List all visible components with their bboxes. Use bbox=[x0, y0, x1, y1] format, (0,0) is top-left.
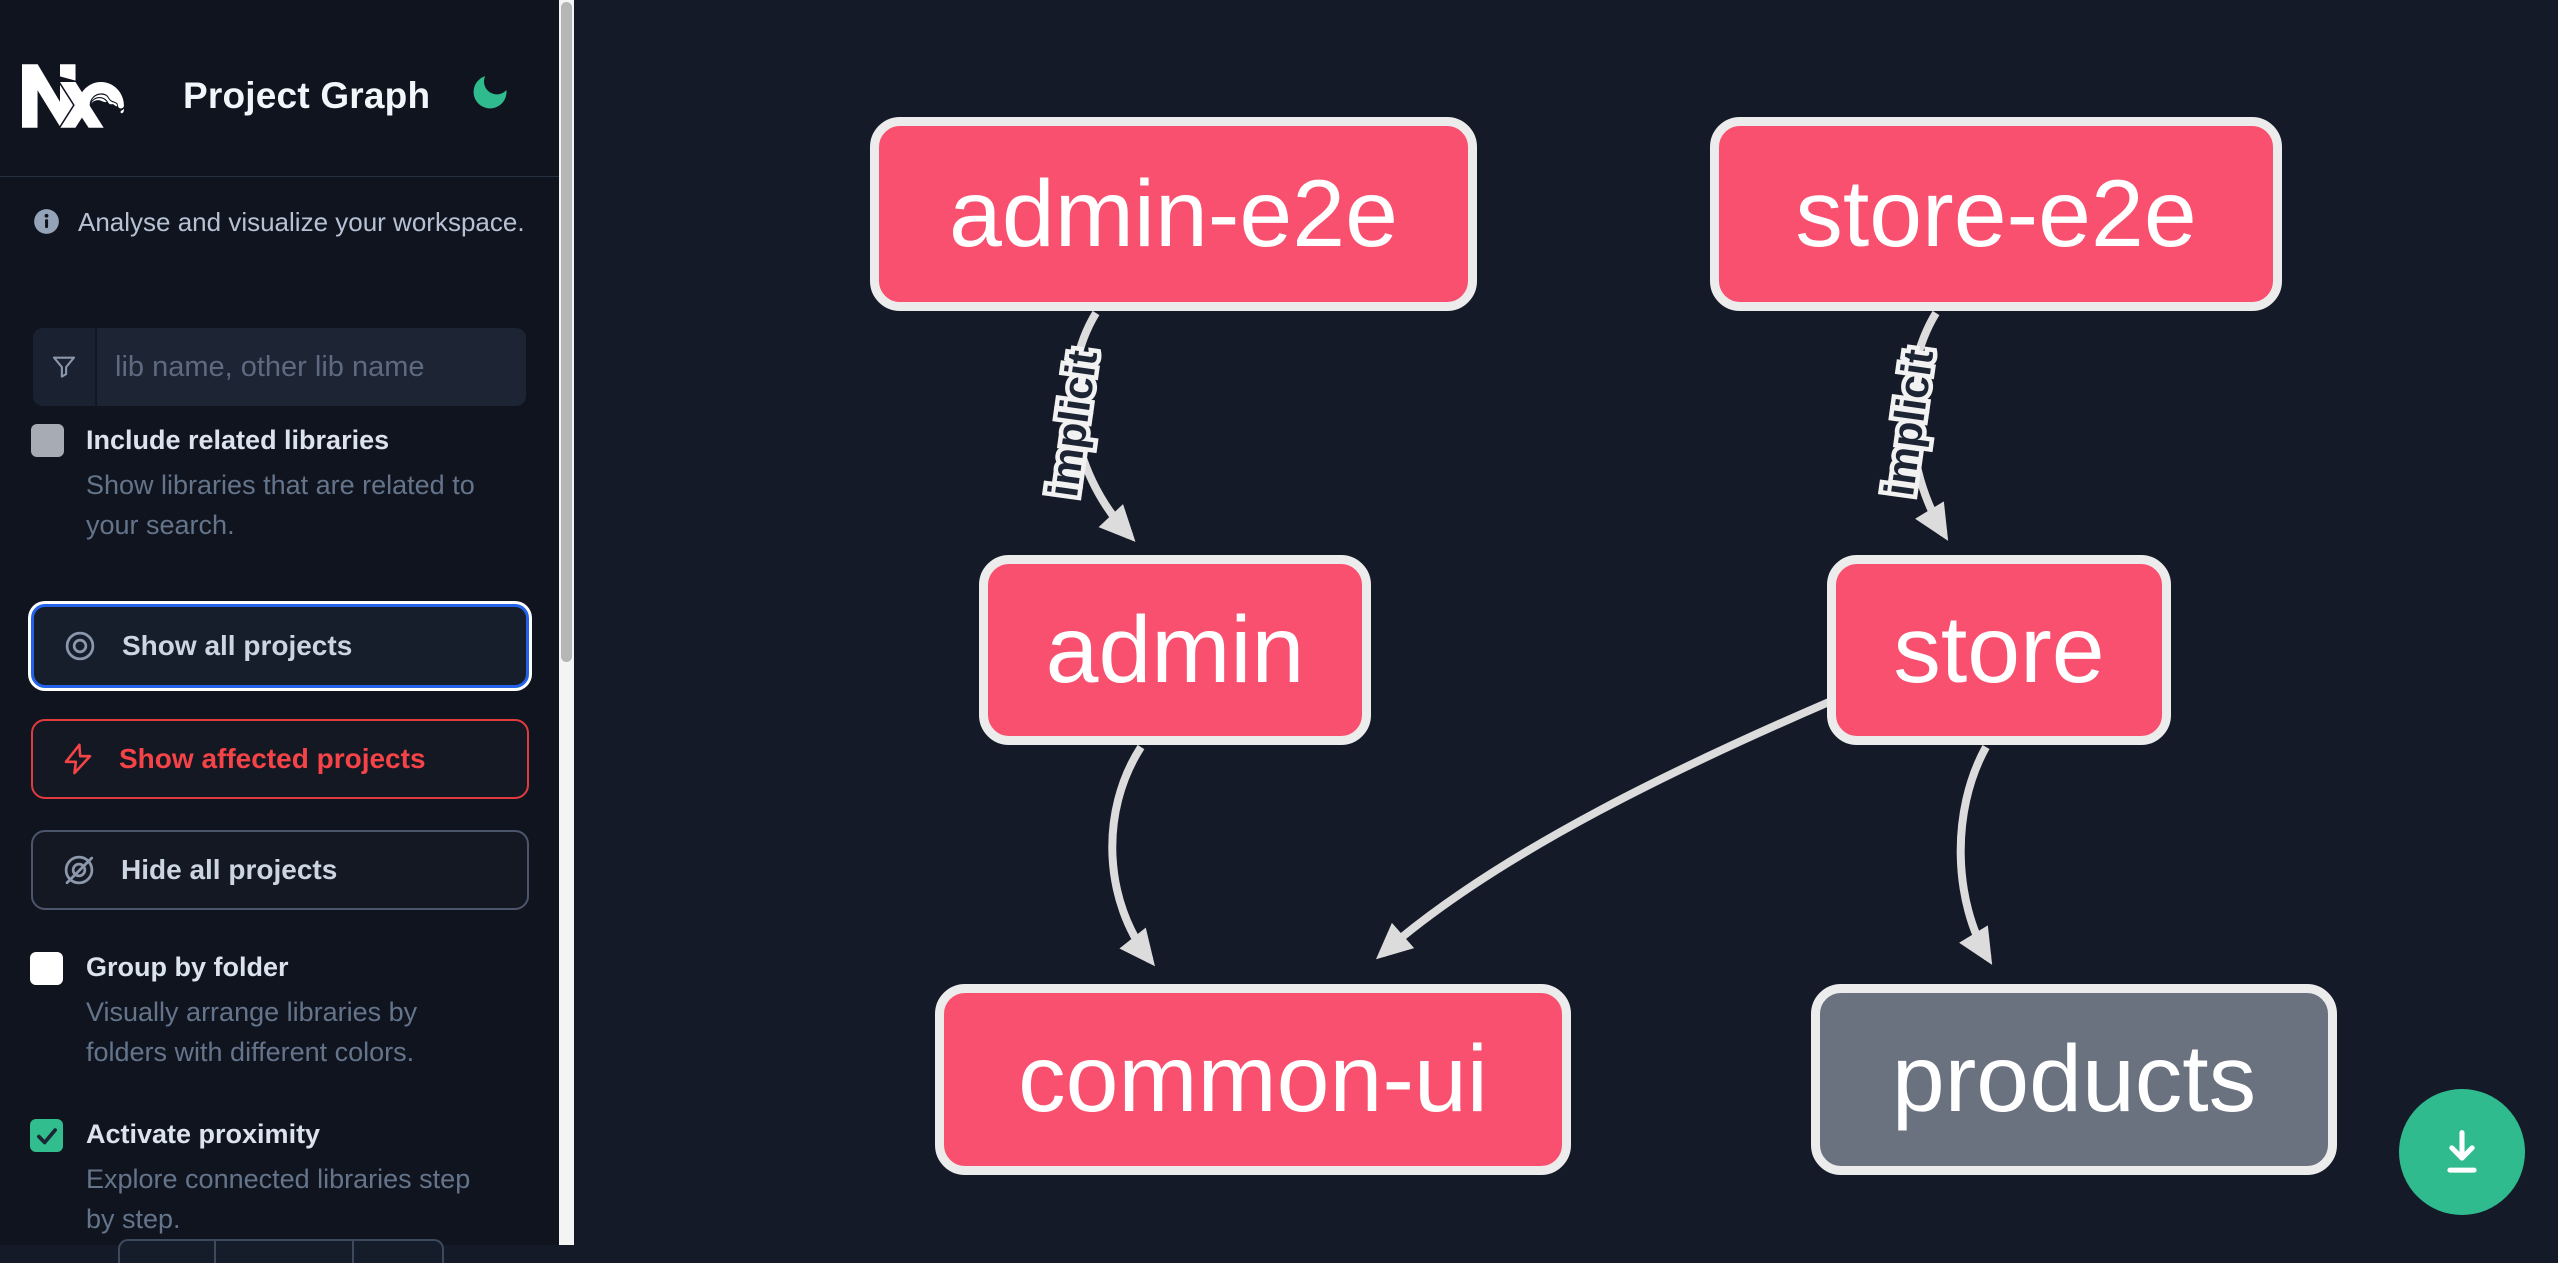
node-common-ui[interactable]: common-ui bbox=[935, 984, 1571, 1175]
group-by-folder-checkbox[interactable] bbox=[30, 952, 63, 985]
activate-proximity-checkbox[interactable] bbox=[30, 1119, 63, 1152]
include-related-label[interactable]: Include related libraries bbox=[86, 425, 390, 455]
edge-admin-to-common-ui[interactable] bbox=[1108, 744, 1155, 967]
search-box bbox=[33, 328, 526, 406]
edge-label-implicit: implicit bbox=[1875, 346, 1942, 498]
header-divider bbox=[0, 176, 559, 177]
node-store-e2e[interactable]: store-e2e bbox=[1710, 117, 2282, 311]
eye-off-icon bbox=[64, 855, 94, 885]
show-all-projects-label: Show all projects bbox=[122, 630, 353, 661]
bolt-icon bbox=[64, 743, 92, 775]
node-products[interactable]: products bbox=[1811, 984, 2337, 1175]
edge-admin-e2e-to-admin[interactable] bbox=[1069, 310, 1136, 542]
show-affected-projects-button[interactable]: Show affected projects bbox=[31, 719, 529, 799]
depth-control-divider bbox=[352, 1241, 354, 1263]
eye-icon bbox=[65, 631, 95, 661]
proximity-depth-control[interactable] bbox=[118, 1239, 444, 1263]
edge-label-implicit: implicit bbox=[1039, 347, 1106, 499]
download-icon bbox=[2447, 1130, 2477, 1173]
hide-all-projects-label: Hide all projects bbox=[121, 854, 338, 885]
node-admin[interactable]: admin bbox=[979, 555, 1371, 745]
search-input[interactable] bbox=[97, 328, 526, 406]
page-title: Project Graph bbox=[183, 75, 431, 116]
hide-all-projects-button[interactable]: Hide all projects bbox=[31, 830, 529, 910]
sidebar: Project Graph Analyse and visualize your… bbox=[0, 0, 559, 1263]
download-image-button[interactable] bbox=[2399, 1089, 2525, 1215]
info-icon bbox=[34, 209, 59, 234]
depth-control-divider bbox=[214, 1241, 216, 1263]
include-related-checkbox[interactable] bbox=[31, 424, 64, 457]
edge-store-e2e-to-store[interactable] bbox=[1906, 310, 1949, 541]
group-by-folder-label[interactable]: Group by folder bbox=[86, 952, 289, 982]
nx-logo bbox=[22, 64, 124, 128]
sidebar-scrollbar-track[interactable] bbox=[559, 0, 574, 1245]
include-related-description: Show libraries that are related to your … bbox=[86, 470, 475, 540]
sidebar-scrollbar-thumb[interactable] bbox=[561, 2, 572, 662]
group-by-folder-description: Visually arrange libraries by folders wi… bbox=[86, 997, 418, 1067]
node-store[interactable]: store bbox=[1827, 555, 2171, 745]
check-icon bbox=[36, 1127, 57, 1144]
edge-store-to-products[interactable] bbox=[1956, 745, 1993, 965]
activate-proximity-label[interactable]: Activate proximity bbox=[86, 1119, 321, 1149]
edge-store-to-common-ui[interactable] bbox=[1375, 698, 1831, 960]
show-all-projects-button[interactable]: Show all projects bbox=[31, 604, 529, 688]
show-affected-projects-label: Show affected projects bbox=[119, 743, 426, 774]
moon-icon[interactable] bbox=[468, 70, 512, 114]
node-admin-e2e[interactable]: admin-e2e bbox=[870, 117, 1477, 311]
workspace-tagline: Analyse and visualize your workspace. bbox=[78, 207, 525, 237]
funnel-icon bbox=[33, 328, 97, 406]
activate-proximity-description: Explore connected libraries step by step… bbox=[86, 1164, 471, 1234]
